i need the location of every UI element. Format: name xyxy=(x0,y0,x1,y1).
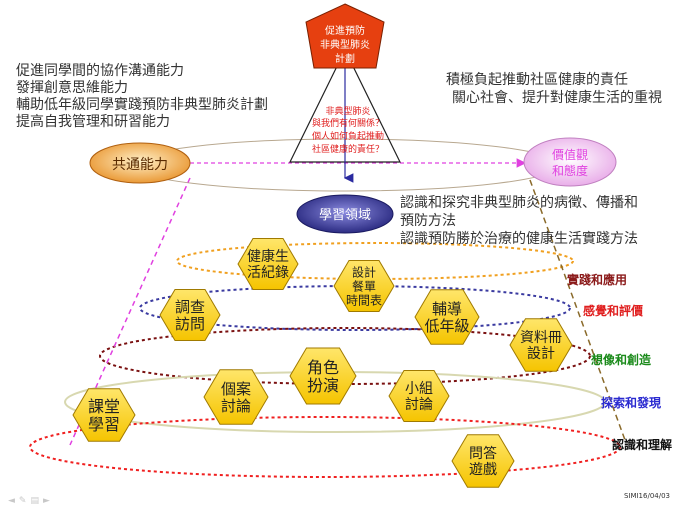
hex-quiz-game xyxy=(451,434,515,488)
hex-booklet-design-line2: 設計 xyxy=(527,346,555,362)
values-item-1: 積極負起推動社區健康的責任 xyxy=(446,72,628,88)
hex-booklet-design xyxy=(509,318,573,372)
hex-group-discussion-line2: 討論 xyxy=(405,397,433,413)
hex-classroom-learning-line2: 學習 xyxy=(88,415,120,434)
hex-group-discussion xyxy=(388,370,450,422)
common-ability-item-4: 提高自我管理和研習能力 xyxy=(16,114,170,130)
top-badge-line2: 非典型肺炎 xyxy=(320,38,370,51)
hex-case-discussion-line2: 討論 xyxy=(221,397,251,415)
hex-role-play xyxy=(289,347,357,405)
hex-role-play-line1: 角色 xyxy=(307,358,339,377)
layer-label-imagination: 想像和創造 xyxy=(591,353,652,367)
next-arrow-icon[interactable]: ► xyxy=(42,496,54,506)
hex-survey-interview-line1: 調查 xyxy=(175,298,205,316)
hex-tutor-juniors-line2: 低年級 xyxy=(424,317,469,335)
hex-quiz-game-line1: 問答 xyxy=(469,445,497,462)
common-ability-item-3: 輔助低年級同學實踐預防非典型肺炎計劃 xyxy=(16,97,268,113)
learning-area-item-2: 預防方法 xyxy=(400,213,456,229)
hex-health-record-line1: 健康生 xyxy=(247,248,289,265)
slide-nav-controls[interactable]: ◄✎▤► xyxy=(8,496,54,506)
hex-menu-timetable xyxy=(333,260,395,312)
top-badge-line1: 促進預防 xyxy=(325,24,365,37)
common-ability-title: 共通能力 xyxy=(112,157,168,173)
brown-slope-line xyxy=(529,179,626,441)
learning-area-title: 學習領域 xyxy=(319,207,371,223)
layer-label-exploration: 探索和發現 xyxy=(601,396,662,410)
common-ability-item-2: 發揮創意思維能力 xyxy=(16,80,128,96)
layer-label-practice: 實踐和應用 xyxy=(567,273,628,287)
pyramid-question-line1: 非典型肺炎 xyxy=(325,105,370,117)
values-oval xyxy=(523,137,617,187)
values-title-line1: 價值觀 xyxy=(552,147,588,162)
hex-health-record xyxy=(237,238,299,290)
common-ability-item-1: 促進同學間的協作溝通能力 xyxy=(16,63,184,79)
hex-menu-timetable-line2: 餐單 xyxy=(352,278,376,293)
activity-hexagons: 健康生活紀錄設計餐單時間表調查訪問輔導低年級資料冊設計角色扮演個案討論小組討論課… xyxy=(72,238,573,488)
menu-icon[interactable]: ▤ xyxy=(30,496,43,506)
hex-group-discussion-line1: 小組 xyxy=(405,381,433,397)
hex-classroom-learning-line1: 課堂 xyxy=(88,397,120,416)
footer-code: SIMI16/04/03 xyxy=(623,492,670,500)
hex-classroom-learning xyxy=(72,388,136,442)
pen-icon[interactable]: ✎ xyxy=(18,496,31,506)
learning-area-item-1: 認識和探究非典型肺炎的病徵、傳播和 xyxy=(400,195,638,211)
pyramid-question-line2: 與我們有何關係？ xyxy=(312,117,384,129)
pyramid-question-line3: 個人如何負起推動 xyxy=(312,130,384,142)
hex-survey-interview xyxy=(159,289,221,341)
pyramid-question-line4: 社區健康的責任？ xyxy=(312,143,384,155)
hex-booklet-design-line1: 資料冊 xyxy=(520,330,562,346)
top-badge-line3: 計劃 xyxy=(335,52,355,65)
layer-ring-3 xyxy=(99,327,591,385)
layer-label-understanding: 認識和理解 xyxy=(612,438,673,452)
hex-case-discussion xyxy=(203,369,269,425)
layer-ring-5 xyxy=(29,416,621,478)
hex-menu-timetable-line3: 時間表 xyxy=(346,293,382,307)
hex-menu-timetable-line1: 設計 xyxy=(352,264,376,279)
prev-arrow-icon[interactable]: ◄ xyxy=(8,496,19,506)
hex-role-play-line2: 扮演 xyxy=(307,376,339,395)
hex-quiz-game-line2: 遊戲 xyxy=(469,462,497,478)
common-ability-oval xyxy=(89,142,191,184)
hex-health-record-line2: 活紀錄 xyxy=(247,265,289,281)
hex-survey-interview-line2: 訪問 xyxy=(175,315,205,333)
hex-tutor-juniors xyxy=(414,289,480,345)
values-item-2: 關心社會、提升對健康生活的重視 xyxy=(452,90,662,106)
hex-case-discussion-line1: 個案 xyxy=(221,380,251,398)
learning-area-item-3: 認識預防勝於治療的健康生活實踐方法 xyxy=(400,231,638,247)
top-badge-shape xyxy=(305,3,385,69)
layer-label-feeling: 感覺和評價 xyxy=(583,304,644,318)
learning-area-oval xyxy=(296,194,394,234)
values-title-line2: 和態度 xyxy=(552,163,588,178)
hex-tutor-juniors-line1: 輔導 xyxy=(432,300,462,318)
